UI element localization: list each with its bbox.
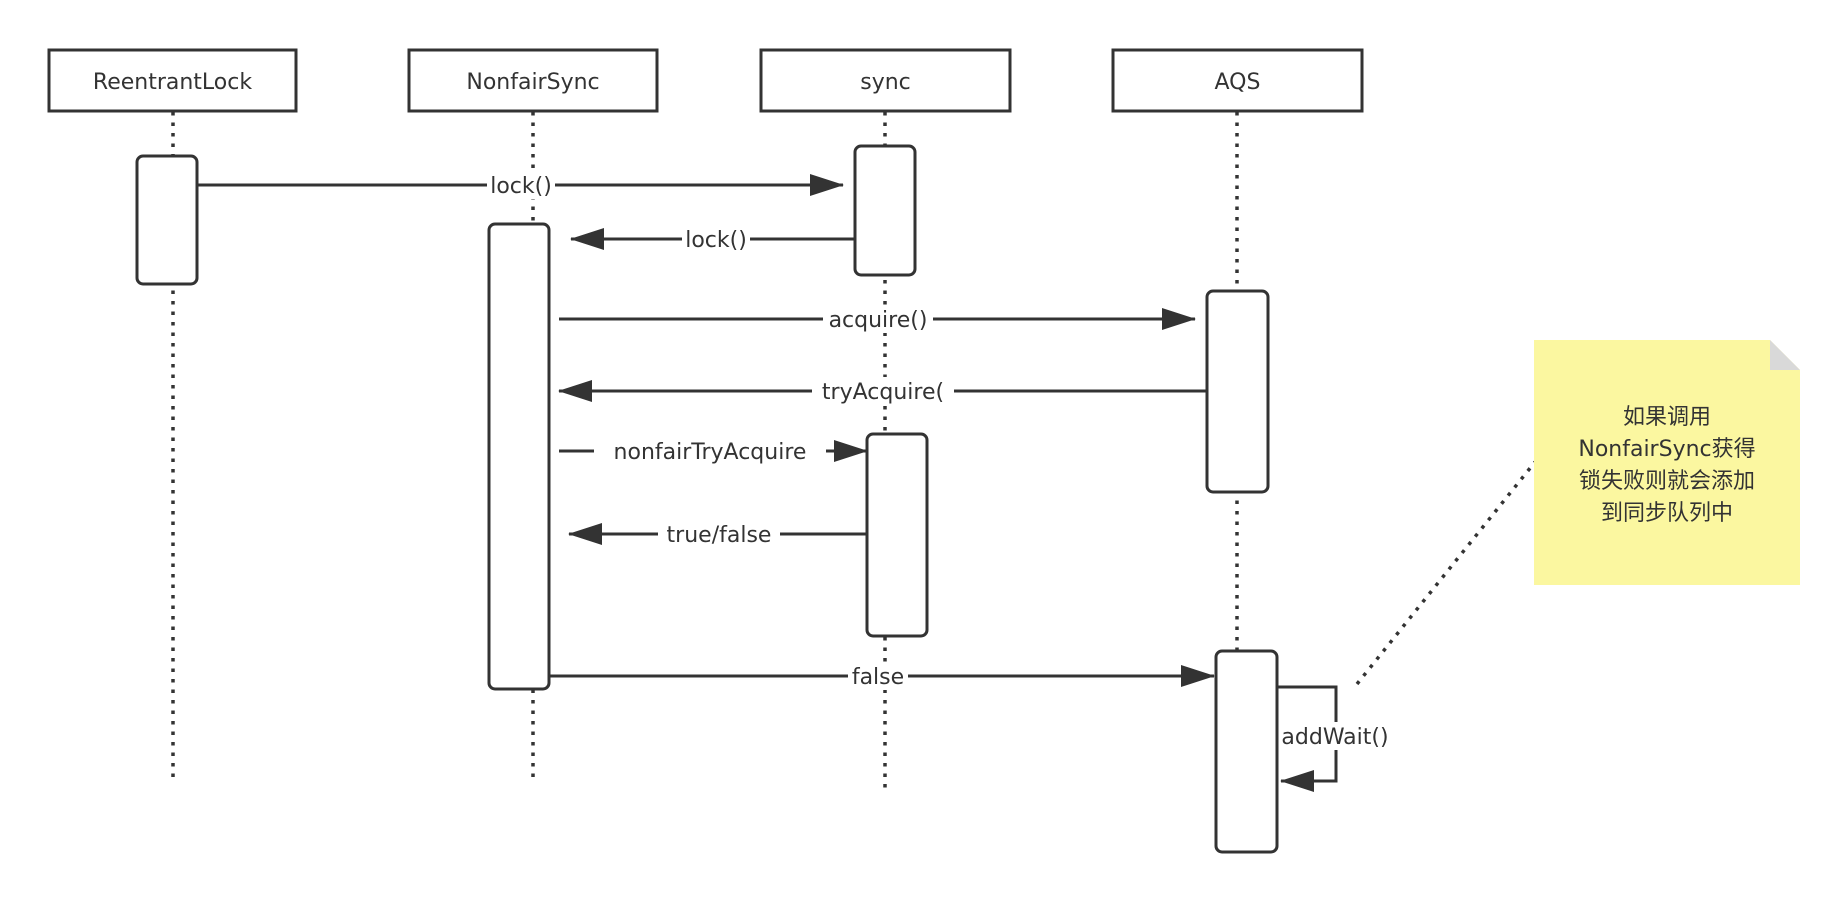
participant-sync: sync [759, 48, 1012, 113]
note-body [1534, 340, 1800, 585]
activation-sync-2 [865, 432, 929, 638]
note-line: 锁失败则就会添加 [1579, 469, 1755, 494]
message-label: true/false [667, 523, 772, 548]
participant-label: ReentrantLock [93, 70, 252, 95]
participant-reentrantlock: ReentrantLock [47, 48, 298, 113]
activation-aqs-2 [1214, 649, 1279, 854]
activation-aqs-1 [1205, 289, 1270, 494]
participant-aqs: AQS [1111, 48, 1364, 113]
participant-label: AQS [1215, 70, 1261, 95]
participant-label: NonfairSync [466, 70, 599, 95]
note-fold [1770, 340, 1800, 370]
message-false: false [549, 662, 1215, 690]
note-line: NonfairSync获得 [1578, 437, 1755, 462]
note-line: 到同步队列中 [1601, 501, 1733, 526]
participant-label: sync [860, 70, 911, 95]
message-addwait: addWait() [1277, 685, 1389, 792]
note-line: 如果调用 [1623, 405, 1711, 430]
activation-sync-1 [853, 144, 917, 277]
message-label: lock() [685, 228, 747, 253]
note: 如果调用 NonfairSync获得 锁失败则就会添加 到同步队列中 [1534, 340, 1800, 585]
message-label: addWait() [1281, 725, 1388, 750]
message-lock-1: lock() [197, 171, 844, 199]
message-nonfairtryacquire: nonfairTryAcquire [559, 437, 868, 465]
message-lock-2: lock() [570, 225, 855, 253]
activation-nonfairsync [487, 222, 551, 691]
message-true-false: true/false [568, 520, 867, 548]
message-label: nonfairTryAcquire [614, 440, 807, 465]
message-acquire: acquire() [559, 305, 1196, 333]
participant-nonfairsync: NonfairSync [407, 48, 659, 113]
note-connector [1355, 460, 1537, 686]
message-tryacquire: tryAcquire( [558, 377, 1207, 405]
activation-reentrantlock [135, 154, 199, 286]
message-label: acquire() [829, 308, 928, 333]
message-label: false [852, 665, 904, 690]
message-label: tryAcquire( [822, 380, 944, 405]
message-label: lock() [490, 174, 552, 199]
